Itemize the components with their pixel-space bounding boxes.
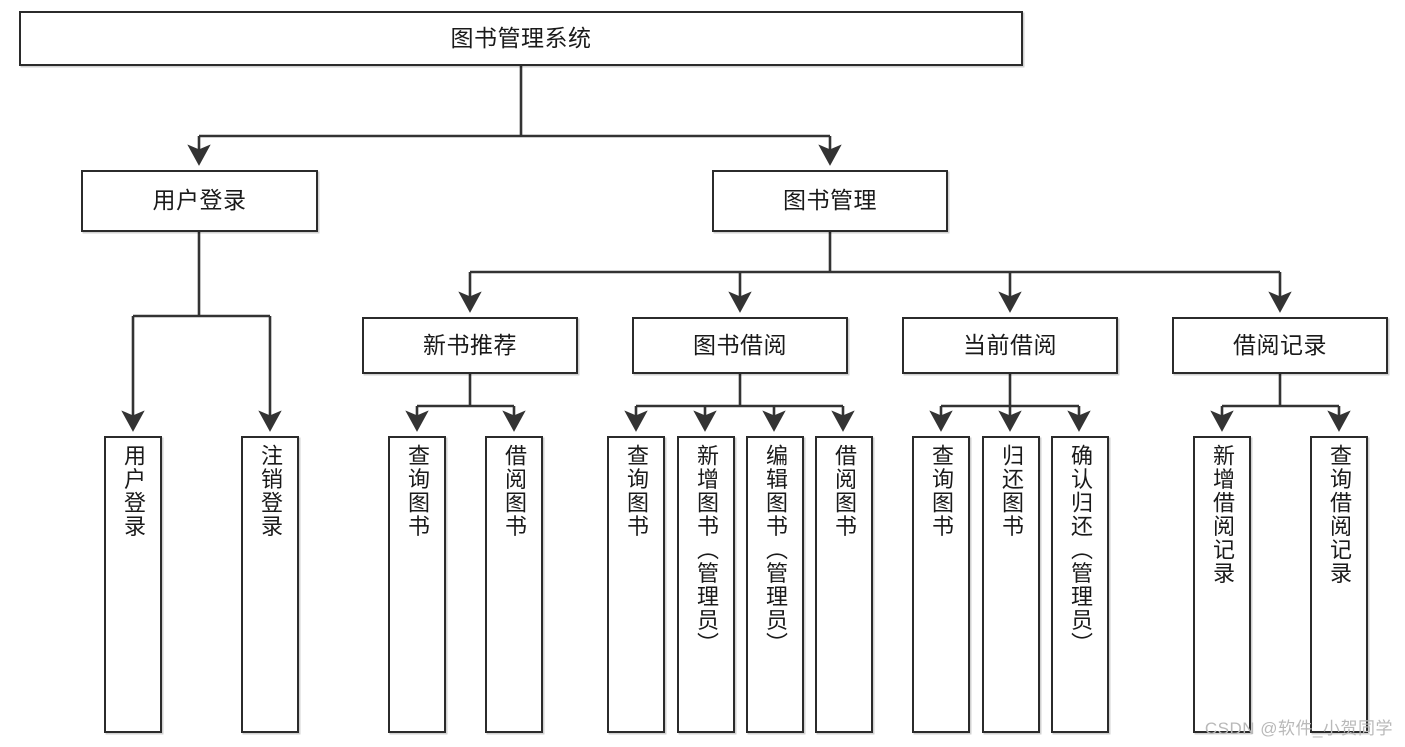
node-leaf-return-book[interactable]: 归还图书 <box>982 436 1040 733</box>
node-leaf-query-book-2-label: 查询图书 <box>624 444 649 538</box>
node-leaf-add-record[interactable]: 新增借阅记录 <box>1193 436 1251 733</box>
node-leaf-query-book-1[interactable]: 查询图书 <box>388 436 446 733</box>
node-leaf-query-book-2[interactable]: 查询图书 <box>607 436 665 733</box>
node-leaf-borrow-book-1-label: 借阅图书 <box>502 444 527 538</box>
node-borrow-record[interactable]: 借阅记录 <box>1172 317 1388 374</box>
node-book-manage[interactable]: 图书管理 <box>712 170 948 232</box>
node-leaf-query-book-3-label: 查询图书 <box>929 444 954 538</box>
node-root-label: 图书管理系统 <box>450 24 592 51</box>
node-leaf-user-login-label: 用户登录 <box>121 444 146 538</box>
node-leaf-borrow-book-2-label: 借阅图书 <box>832 444 857 538</box>
node-leaf-user-login[interactable]: 用户登录 <box>104 436 162 733</box>
node-book-borrow[interactable]: 图书借阅 <box>632 317 848 374</box>
node-leaf-borrow-book-2[interactable]: 借阅图书 <box>815 436 873 733</box>
node-new-book-recommend[interactable]: 新书推荐 <box>362 317 578 374</box>
node-user-login[interactable]: 用户登录 <box>81 170 318 232</box>
node-leaf-add-record-label: 新增借阅记录 <box>1210 444 1235 585</box>
node-leaf-add-book-label: 新增图书（管理员） <box>694 444 719 656</box>
node-leaf-return-book-label: 归还图书 <box>999 444 1024 538</box>
node-current-borrow-label: 当前借阅 <box>963 331 1057 358</box>
node-book-borrow-label: 图书借阅 <box>693 331 787 358</box>
node-leaf-query-record[interactable]: 查询借阅记录 <box>1310 436 1368 733</box>
node-leaf-borrow-book-1[interactable]: 借阅图书 <box>485 436 543 733</box>
node-current-borrow[interactable]: 当前借阅 <box>902 317 1118 374</box>
node-leaf-query-book-3[interactable]: 查询图书 <box>912 436 970 733</box>
node-leaf-edit-book-label: 编辑图书（管理员） <box>763 444 788 656</box>
node-leaf-query-record-label: 查询借阅记录 <box>1327 444 1352 585</box>
node-new-book-recommend-label: 新书推荐 <box>423 331 517 358</box>
node-leaf-confirm-return[interactable]: 确认归还（管理员） <box>1051 436 1109 733</box>
watermark-text: CSDN @软件_小贺同学 <box>1204 719 1393 738</box>
node-leaf-logout-login[interactable]: 注销登录 <box>241 436 299 733</box>
node-borrow-record-label: 借阅记录 <box>1233 331 1327 358</box>
node-user-login-label: 用户登录 <box>152 187 247 214</box>
node-root[interactable]: 图书管理系统 <box>19 11 1023 66</box>
node-book-manage-label: 图书管理 <box>783 187 877 214</box>
node-leaf-logout-login-label: 注销登录 <box>258 444 283 538</box>
node-leaf-add-book[interactable]: 新增图书（管理员） <box>677 436 735 733</box>
node-leaf-edit-book[interactable]: 编辑图书（管理员） <box>746 436 804 733</box>
node-leaf-query-book-1-label: 查询图书 <box>405 444 430 538</box>
node-leaf-confirm-return-label: 确认归还（管理员） <box>1068 444 1093 656</box>
